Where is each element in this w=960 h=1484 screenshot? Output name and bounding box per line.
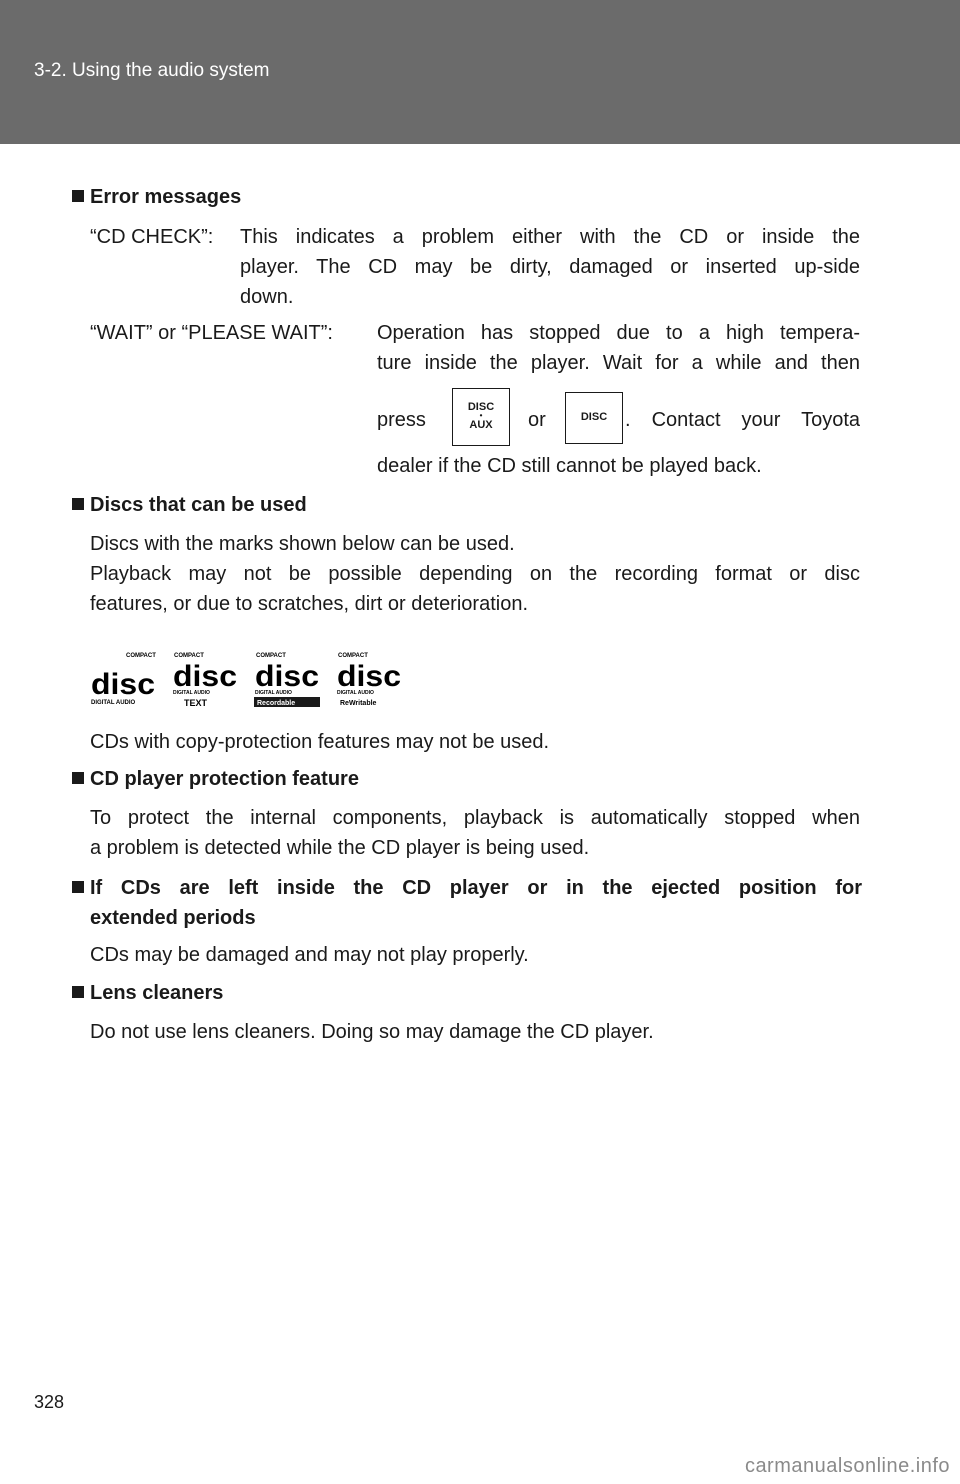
- compact-disc-text-logo: COMPACT disc DIGITAL AUDIO TEXT: [173, 653, 237, 708]
- disc-button-icon: DISC: [565, 392, 623, 444]
- left-inside-heading: If CDs are left inside the CD player or …: [72, 873, 862, 933]
- logo-compact-text: COMPACT: [256, 653, 286, 659]
- square-bullet-icon: [72, 772, 84, 784]
- wait-term: “WAIT” or “PLEASE WAIT”:: [90, 322, 333, 344]
- protection-line-1: To protect the internal components, play…: [90, 807, 860, 829]
- left-inside-heading-line-1: If CDs are left inside the CD player or …: [72, 873, 862, 903]
- square-bullet-icon: [72, 190, 84, 202]
- wait-after-text: . Contact your Toyota: [625, 409, 860, 431]
- logo-disc-text: disc: [91, 668, 155, 701]
- discs-line-2: Playback may not be possible depending o…: [90, 563, 860, 585]
- wait-press-text: press: [377, 409, 426, 431]
- cd-check-description-cont: player. The CD may be dirty, damaged or …: [240, 252, 860, 312]
- left-inside-body: CDs may be damaged and may not play prop…: [90, 944, 529, 966]
- wait-line-1: Operation has stopped due to a high temp…: [377, 322, 860, 344]
- protection-heading-text: CD player protection feature: [90, 768, 359, 790]
- section-title: 3-2. Using the audio system: [34, 60, 270, 81]
- protection-line-2: a problem is detected while the CD playe…: [90, 837, 590, 859]
- discs-heading-text: Discs that can be used: [90, 494, 307, 516]
- discs-line-1: Discs with the marks shown below can be …: [90, 533, 515, 555]
- square-bullet-icon: [72, 881, 84, 893]
- discs-heading: Discs that can be used: [72, 494, 307, 517]
- watermark: carmanualsonline.info: [744, 1455, 950, 1477]
- lens-body: Do not use lens cleaners. Doing so may d…: [90, 1021, 654, 1043]
- discs-paragraph: Discs with the marks shown below can be …: [90, 529, 860, 619]
- logo-disc-text: disc: [255, 660, 319, 693]
- logo-compact-text: COMPACT: [174, 653, 204, 659]
- disc-aux-bottom-label: AUX: [469, 419, 493, 431]
- cd-check-line-2: player. The CD may be dirty, damaged or …: [240, 256, 860, 278]
- lens-heading: Lens cleaners: [72, 982, 223, 1005]
- disc-button-label: DISC: [580, 411, 608, 423]
- compact-disc-recordable-logo: COMPACT disc DIGITAL AUDIO Recordable: [254, 653, 320, 707]
- cd-check-line-3: down.: [240, 286, 294, 308]
- cd-check-description: This indicates a problem either with the…: [240, 222, 860, 252]
- wait-line-4: dealer if the CD still cannot be played …: [377, 455, 762, 477]
- logo-badge-text: ReWritable: [340, 700, 377, 707]
- logo-badge-bar: [254, 697, 320, 707]
- left-inside-heading-text-1: If CDs are left inside the CD player or …: [90, 877, 862, 899]
- square-bullet-icon: [72, 986, 84, 998]
- left-inside-heading-line-2: extended periods: [90, 907, 256, 929]
- protection-heading: CD player protection feature: [72, 768, 359, 791]
- logo-digital-audio-text: DIGITAL AUDIO: [255, 690, 292, 696]
- page-header: 3-2. Using the audio system: [0, 0, 960, 144]
- error-messages-heading: Error messages: [72, 186, 241, 209]
- disc-aux-button-icon: DISC • AUX: [452, 388, 510, 446]
- error-messages-heading-text: Error messages: [90, 186, 242, 208]
- logo-badge-text: TEXT: [184, 698, 208, 708]
- wait-line-2: ture inside the player. Wait for a while…: [377, 352, 860, 374]
- wait-description: Operation has stopped due to a high temp…: [377, 318, 860, 378]
- protection-paragraph: To protect the internal components, play…: [90, 803, 860, 863]
- cd-check-line-1: This indicates a problem either with the…: [240, 226, 860, 248]
- compact-disc-rewritable-logo: COMPACT disc DIGITAL AUDIO ReWritable: [337, 653, 401, 707]
- compact-disc-digital-audio-logo: COMPACT disc DIGITAL AUDIO: [91, 653, 156, 706]
- logo-digital-audio-text: DIGITAL AUDIO: [173, 690, 210, 696]
- lens-heading-text: Lens cleaners: [90, 982, 224, 1004]
- disc-aux-top-label: DISC: [467, 401, 495, 413]
- logo-compact-text: COMPACT: [126, 653, 156, 659]
- logo-badge-text: Recordable: [257, 700, 295, 707]
- wait-or-text: or: [528, 409, 546, 431]
- square-bullet-icon: [72, 498, 84, 510]
- cd-check-term: “CD CHECK”:: [90, 226, 214, 248]
- logo-disc-text: disc: [173, 660, 237, 693]
- logo-compact-text: COMPACT: [338, 653, 368, 659]
- discs-line-3: features, or due to scratches, dirt or d…: [90, 593, 528, 615]
- copy-protection-text: CDs with copy-protection features may no…: [90, 731, 550, 753]
- dot-separator: •: [479, 411, 483, 420]
- logo-disc-text: disc: [337, 660, 401, 693]
- page-number: 328: [34, 1392, 65, 1412]
- logo-digital-audio-text: DIGITAL AUDIO: [91, 700, 136, 706]
- logo-digital-audio-text: DIGITAL AUDIO: [337, 690, 374, 696]
